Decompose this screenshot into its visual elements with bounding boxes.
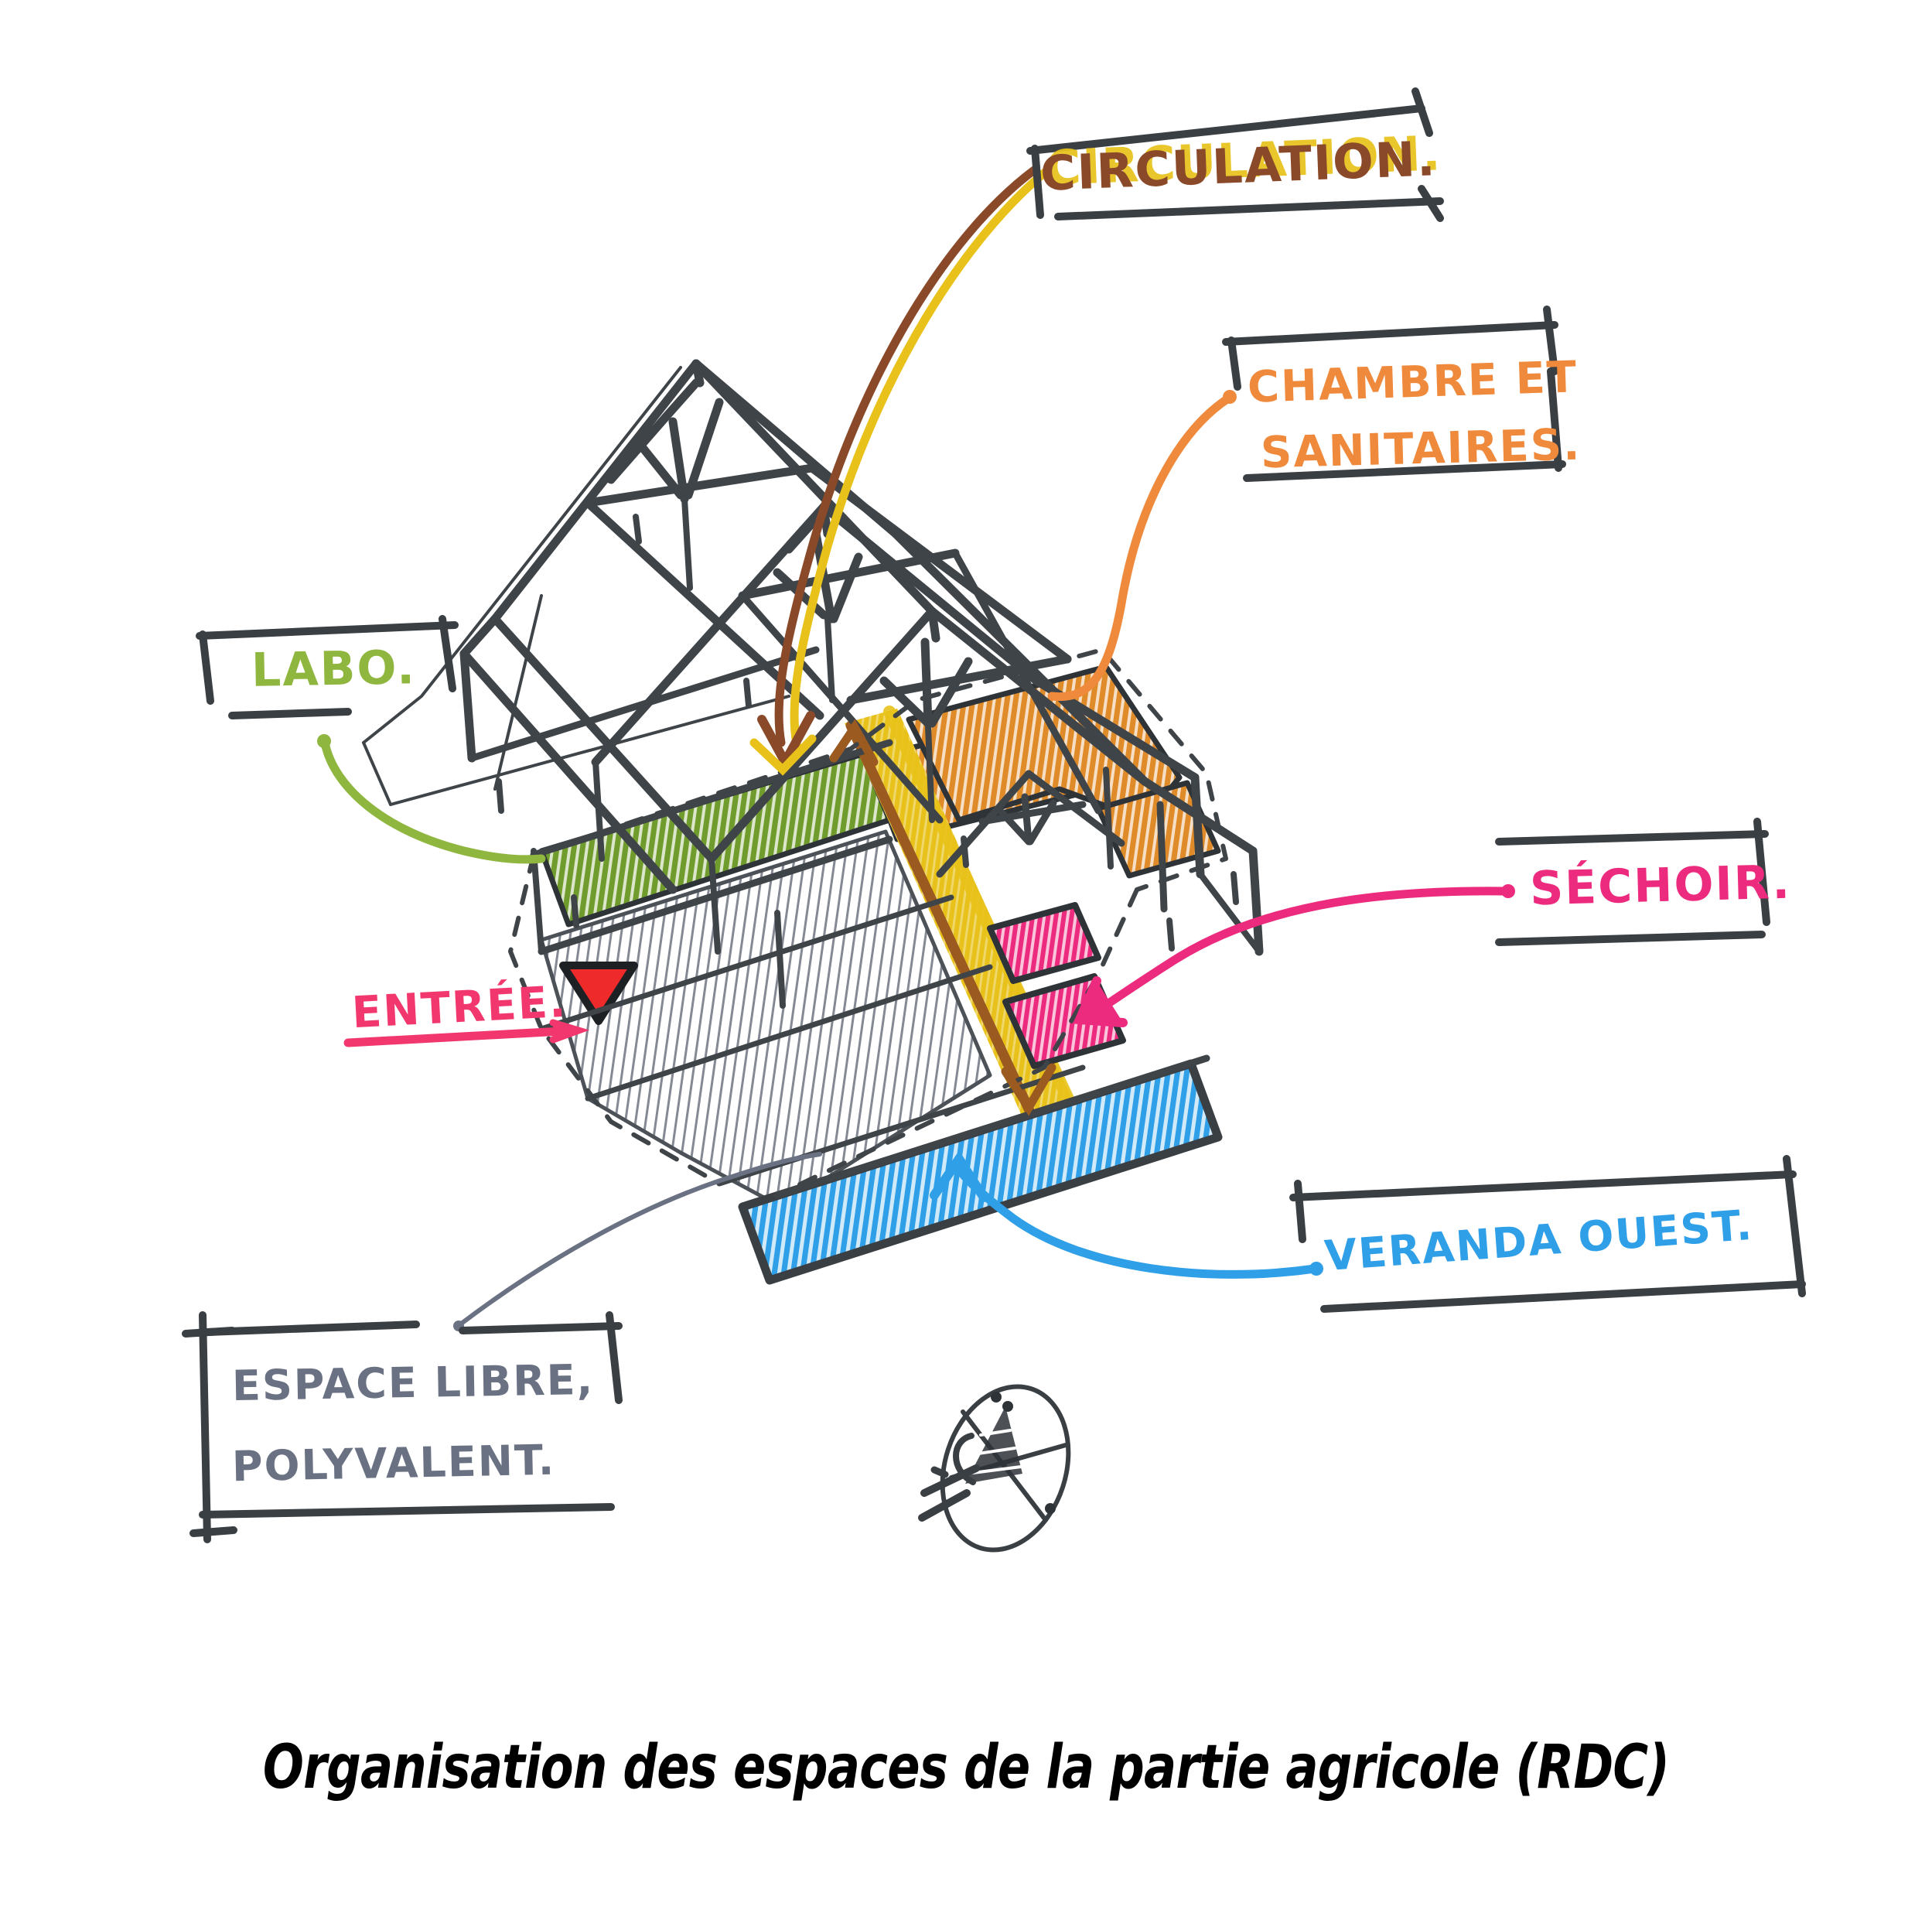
- circulation-leader-brown: [774, 166, 1039, 747]
- corridor-arrow-down: [1001, 1063, 1056, 1116]
- espace-libre-zone: [541, 832, 990, 1207]
- bracket-veranda: [1289, 1155, 1806, 1313]
- slab-outline: [508, 647, 1228, 1198]
- floor-zones: [538, 664, 1223, 1285]
- labo-zone: [541, 754, 889, 924]
- compass-rose: [918, 1384, 1071, 1553]
- bracket-chambre: [1222, 306, 1566, 482]
- chambre-leader: [1047, 394, 1233, 702]
- veranda-arrowhead: [930, 1150, 988, 1202]
- entree-underline: [343, 1026, 581, 1047]
- corridor-arrow-up: [829, 719, 879, 767]
- figure-caption: Organisation des espaces de la partie ag…: [262, 1733, 1670, 1802]
- entree-marker: [563, 965, 634, 1021]
- chambre-zone-main: [909, 667, 1179, 820]
- espace-libre-leader: [458, 1152, 822, 1327]
- sechoir-leader: [1086, 887, 1511, 1020]
- label-brackets: [182, 87, 1806, 1543]
- bracket-espace-libre: [182, 1311, 623, 1543]
- circulation-leader-yellow: [790, 167, 1050, 749]
- labo-leader: [320, 738, 546, 864]
- building-structure: [362, 359, 1264, 1285]
- leader-lines: [317, 166, 1515, 1331]
- roof-trusses: [362, 359, 1264, 1199]
- veranda-zone: [742, 1064, 1218, 1280]
- sketch-ticks: [496, 514, 1239, 952]
- bracket-labo: [196, 615, 459, 719]
- bracket-sechoir: [1495, 818, 1770, 946]
- bracket-circulation: [1026, 87, 1444, 222]
- sechoir-arrowhead: [1073, 976, 1128, 1027]
